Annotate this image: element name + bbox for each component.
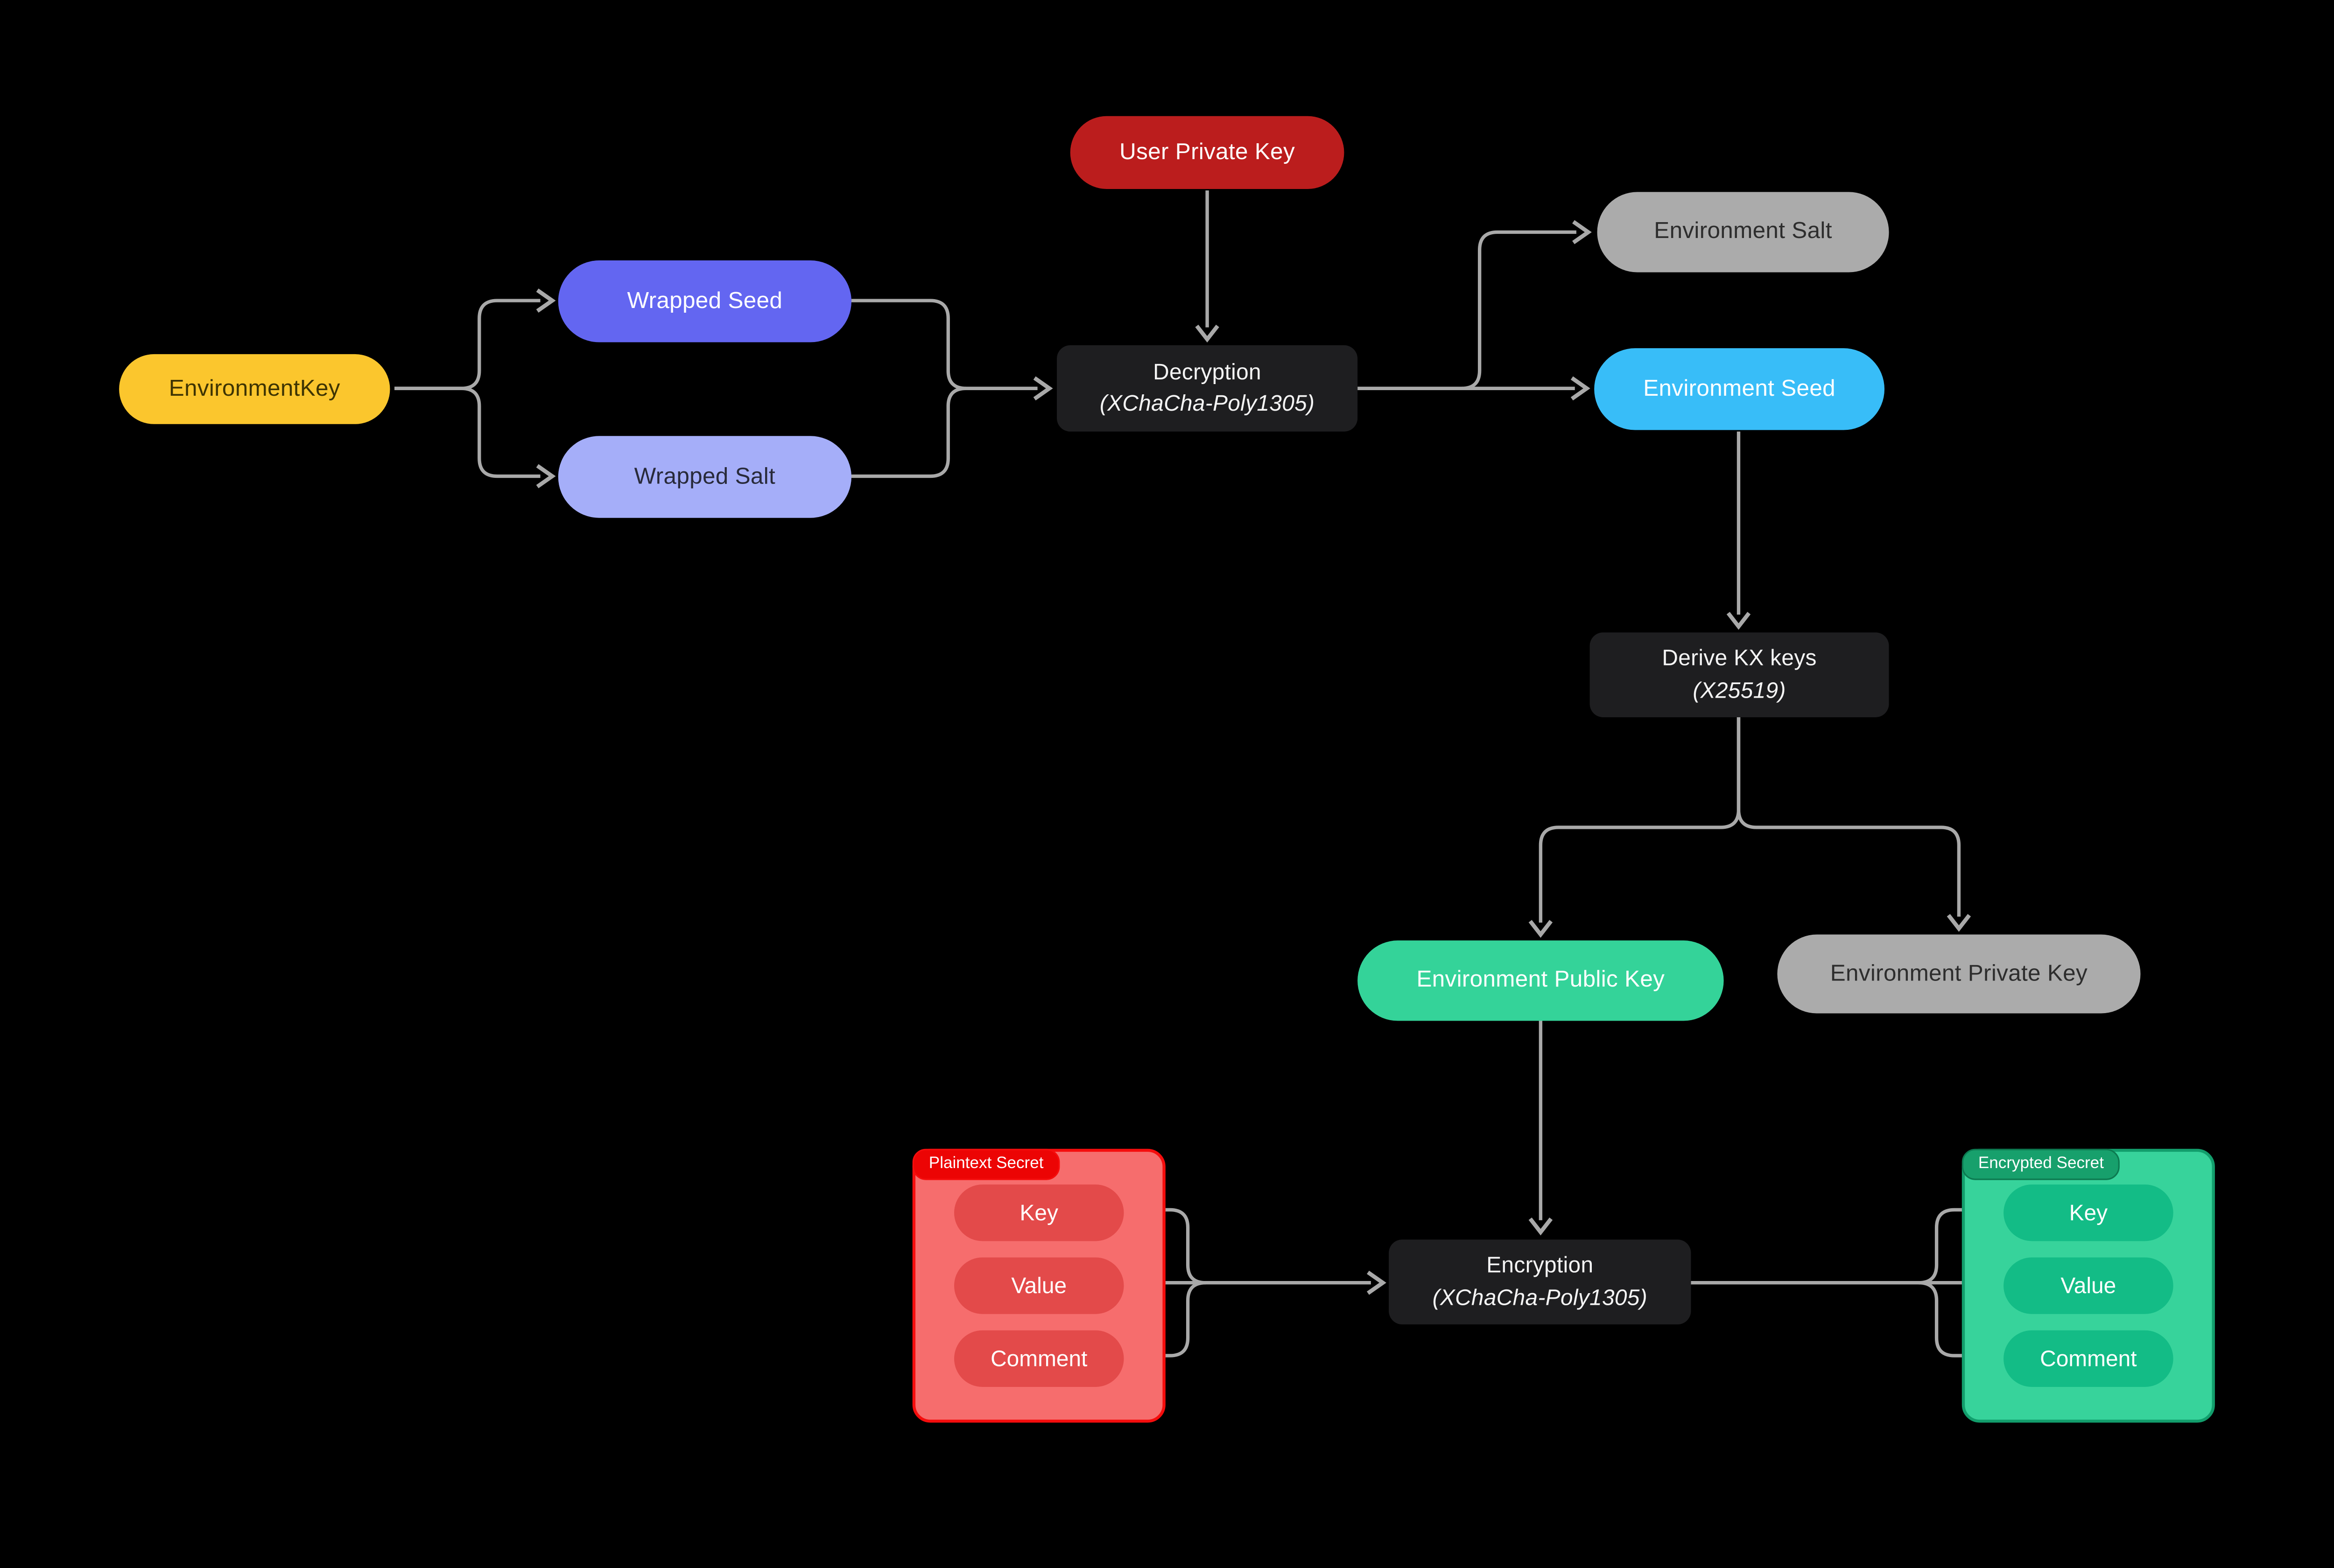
node-derive-kx-keys-label: Derive KX keys	[1662, 646, 1817, 672]
node-encryption-sublabel: (XChaCha-Poly1305)	[1432, 1285, 1647, 1310]
group-encrypted-secret: Encrypted Secret Key Value Comment	[1961, 1148, 2215, 1423]
encrypted-value-pill: Value	[2004, 1257, 2173, 1314]
arrowhead-decryption-top	[1195, 324, 1219, 343]
plaintext-secret-badge: Plaintext Secret	[912, 1148, 1060, 1180]
node-wrapped-seed: Wrapped Seed	[558, 260, 851, 343]
node-decryption-label: Decryption	[1153, 359, 1261, 385]
edge-wrappedsalt-decryption	[851, 386, 966, 478]
arrowhead-wrapped-seed	[536, 288, 556, 313]
encrypted-secret-badge: Encrypted Secret	[1961, 1148, 2121, 1180]
edge-derivekx-publickey	[1539, 717, 1741, 923]
edge-plaintext-comment-merge	[1124, 1281, 1206, 1358]
node-wrapped-seed-label: Wrapped Seed	[627, 288, 783, 314]
arrowhead-derivekx	[1726, 612, 1751, 630]
node-decryption-sublabel: (XChaCha-Poly1305)	[1099, 391, 1315, 417]
edge-wrappedseed-decryption	[851, 299, 1038, 390]
node-user-private-key: User Private Key	[1070, 116, 1344, 189]
edge-environmentkey-wrappedsalt	[394, 386, 541, 478]
node-environment-key: EnvironmentKey	[119, 354, 390, 424]
node-environment-private-key-label: Environment Private Key	[1830, 960, 2088, 986]
group-plaintext-secret: Plaintext Secret Key Value Comment	[912, 1148, 1166, 1423]
node-encryption: Encryption (XChaCha-Poly1305)	[1389, 1239, 1691, 1325]
encrypted-comment-pill: Comment	[2004, 1330, 2173, 1387]
node-environment-seed: Environment Seed	[1594, 348, 1884, 430]
edge-encryption-key	[1919, 1208, 1980, 1285]
arrowhead-encryption-left	[1367, 1270, 1386, 1295]
node-environment-public-key-label: Environment Public Key	[1416, 967, 1665, 993]
node-wrapped-salt: Wrapped Salt	[558, 436, 851, 518]
node-wrapped-salt-label: Wrapped Salt	[634, 463, 776, 489]
node-environment-public-key: Environment Public Key	[1357, 940, 1724, 1021]
edge-encryption-comment	[1919, 1281, 1980, 1358]
node-environment-salt: Environment Salt	[1597, 192, 1889, 273]
plaintext-comment-pill: Comment	[954, 1330, 1124, 1387]
edge-plaintext-key-merge	[1124, 1208, 1206, 1285]
node-environment-seed-label: Environment Seed	[1643, 376, 1835, 401]
edge-decryption-environmentsalt	[1462, 230, 1576, 390]
arrowhead-environmentsalt	[1572, 220, 1592, 245]
node-user-private-key-label: User Private Key	[1119, 139, 1295, 165]
node-derive-kx-keys: Derive KX keys (X25519)	[1589, 632, 1889, 717]
arrowhead-wrapped-salt	[536, 464, 556, 489]
node-environment-key-label: EnvironmentKey	[169, 376, 340, 401]
node-encryption-label: Encryption	[1486, 1253, 1594, 1279]
arrowhead-privatekey	[1947, 914, 1971, 932]
edge-environmentkey-wrappedseed	[394, 299, 541, 390]
node-environment-salt-label: Environment Salt	[1654, 218, 1832, 244]
plaintext-value-pill: Value	[954, 1257, 1124, 1314]
arrowhead-decryption-left	[1033, 376, 1053, 401]
plaintext-key-pill: Key	[954, 1184, 1124, 1241]
node-environment-private-key: Environment Private Key	[1777, 934, 2141, 1014]
node-decryption: Decryption (XChaCha-Poly1305)	[1057, 345, 1358, 432]
arrowhead-environmentseed	[1570, 376, 1590, 401]
arrowhead-publickey	[1528, 920, 1553, 938]
edge-derivekx-privatekey	[1736, 717, 1961, 917]
encrypted-key-pill: Key	[2004, 1184, 2173, 1241]
arrowhead-encryption-top	[1528, 1217, 1553, 1236]
node-derive-kx-keys-sublabel: (X25519)	[1693, 678, 1786, 703]
